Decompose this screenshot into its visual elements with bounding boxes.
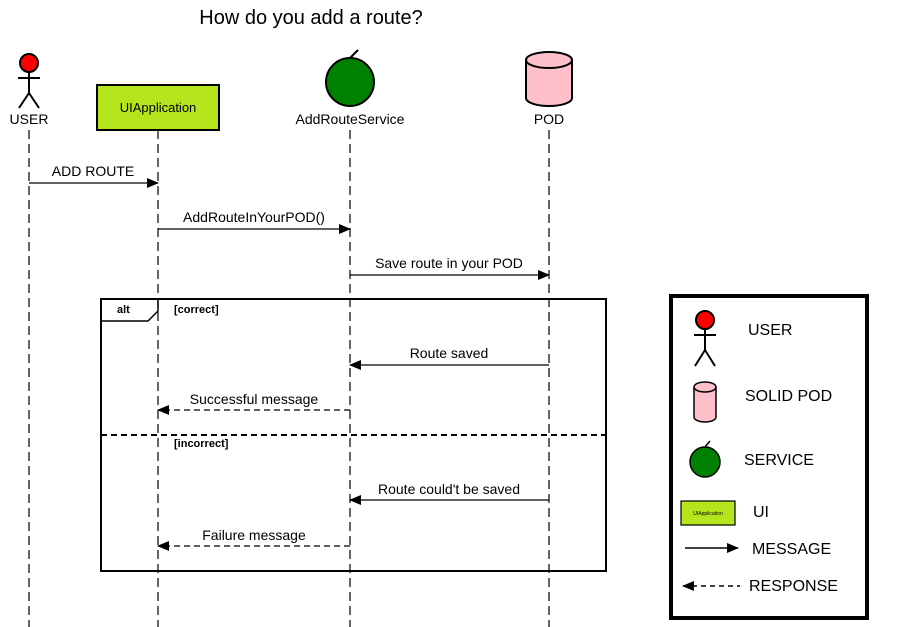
legend-label: SERVICE [744, 452, 814, 469]
legend: USER SOLID POD SERVICE UIApplication UI [669, 294, 869, 620]
message-label: Save route in your POD [375, 255, 523, 271]
participant-ui: UIApplication [96, 84, 220, 131]
actor-icon [694, 310, 716, 367]
message-save-route: Save route in your POD [350, 255, 550, 280]
participant-label: AddRouteService [296, 111, 405, 127]
message-label: Route could't be saved [378, 481, 520, 497]
alt-frame-tab [101, 298, 159, 322]
message-label: Failure message [202, 527, 306, 543]
legend-label: USER [748, 322, 792, 339]
ui-box-icon [96, 84, 220, 131]
participant-service: AddRouteService [296, 49, 405, 127]
legend-item-service: SERVICE [689, 440, 814, 478]
database-icon [525, 51, 573, 107]
actor-icon [18, 53, 40, 109]
legend-item-response: RESPONSE [682, 578, 838, 595]
alt-keyword: alt [117, 304, 130, 316]
participant-user: USER [10, 53, 49, 127]
message-route-not-saved: Route could't be saved [349, 481, 549, 505]
participant-label: USER [10, 111, 49, 127]
participant-label: UIApplication [120, 100, 197, 115]
message-label: Route saved [410, 345, 489, 361]
message-label: Successful message [190, 391, 319, 407]
legend-label: SOLID POD [745, 388, 832, 405]
service-icon [325, 49, 375, 107]
lifelines [28, 130, 550, 627]
response-failure: Failure message [157, 527, 350, 551]
legend-item-user: USER [694, 310, 792, 367]
legend-border [669, 294, 869, 620]
message-add-route-in-pod: AddRouteInYourPOD() [158, 209, 351, 234]
participant-label: POD [534, 111, 564, 127]
alt-frame: alt [correct] [incorrect] [100, 298, 607, 572]
legend-item-pod: SOLID POD [693, 381, 832, 423]
guard-incorrect: [incorrect] [174, 438, 229, 450]
ui-box-icon [680, 500, 736, 526]
message-label: ADD ROUTE [52, 163, 134, 179]
diagram-title: How do you add a route? [199, 7, 423, 29]
database-icon [693, 381, 717, 423]
response-successful: Successful message [157, 391, 350, 415]
service-icon [689, 440, 721, 478]
message-label: AddRouteInYourPOD() [183, 209, 325, 225]
ui-mini-label: UIApplication [693, 511, 723, 517]
legend-item-message: MESSAGE [685, 541, 831, 558]
message-add-route: ADD ROUTE [29, 163, 159, 188]
legend-label: RESPONSE [749, 578, 838, 595]
participant-pod: POD [525, 51, 573, 127]
message-route-saved: Route saved [349, 345, 549, 370]
legend-item-ui: UIApplication UI [680, 500, 769, 526]
guard-correct: [correct] [174, 304, 219, 316]
legend-label: UI [753, 504, 769, 521]
legend-label: MESSAGE [752, 541, 831, 558]
